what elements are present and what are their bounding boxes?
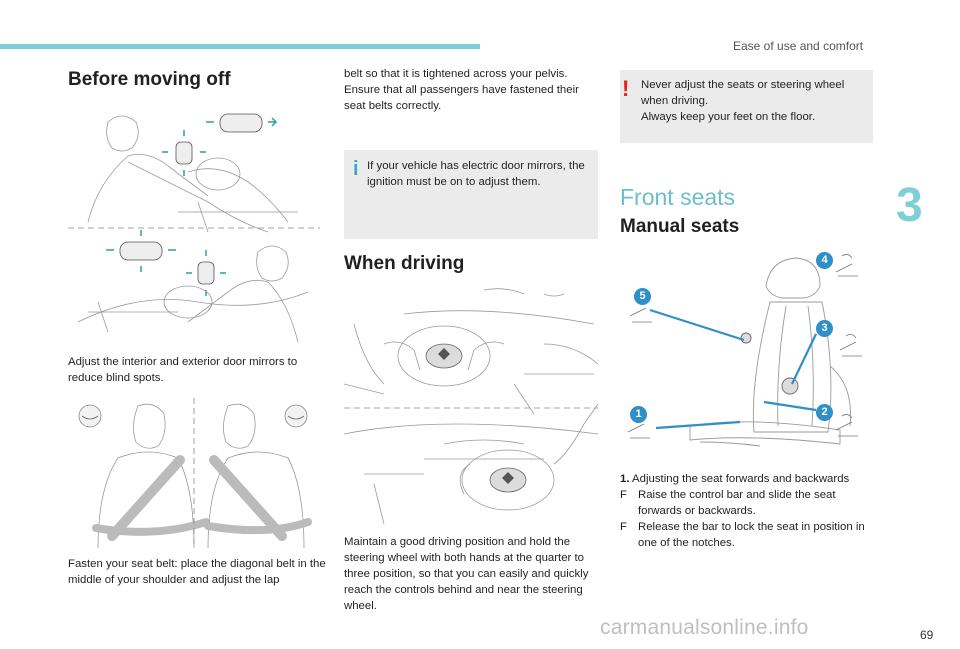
seat-belt-illustration: [68, 398, 320, 548]
warning-note-box: ! Never adjust the seats or steering whe…: [620, 70, 873, 143]
info-icon: i: [353, 158, 359, 180]
bullet-text: Release the bar to lock the seat in posi…: [638, 521, 865, 549]
heading-manual-seats: Manual seats: [620, 216, 740, 237]
info-note-box: i If your vehicle has electric door mirr…: [344, 150, 598, 239]
callout-2: 2: [816, 404, 833, 421]
warning-note-text: Never adjust the seats or steering wheel…: [641, 77, 867, 125]
info-note-text: If your vehicle has electric door mirror…: [367, 160, 585, 188]
page-number: 69: [920, 628, 934, 642]
watermark: carmanualsonline.info: [600, 616, 809, 639]
list-item: F Release the bar to lock the seat in po…: [620, 519, 873, 551]
heading-when-driving: When driving: [344, 253, 465, 274]
section-title: Ease of use and comfort: [733, 39, 864, 53]
manual-seat-diagram: 4 5 3 1 2: [620, 246, 873, 464]
item-1-heading: 1. Adjusting the seat forwards and backw…: [620, 471, 873, 487]
driving-position-illustration: [344, 284, 598, 532]
bullet-glyph: F: [620, 521, 627, 533]
callout-1: 1: [630, 406, 647, 423]
mirrors-paragraph: Adjust the interior and exterior door mi…: [68, 356, 298, 384]
item-1-title: Adjusting the seat forwards and backward…: [632, 473, 850, 485]
seat-belt-paragraph-continued: belt so that it is tightened across your…: [344, 68, 579, 112]
heading-before-moving-off: Before moving off: [68, 69, 231, 90]
mirror-adjustment-illustration: [68, 102, 320, 346]
warning-line-2: Always keep your feet on the floor.: [641, 111, 816, 123]
callout-5: 5: [634, 288, 651, 305]
list-item: F Raise the control bar and slide the se…: [620, 487, 873, 519]
chapter-number: 3: [896, 179, 923, 232]
item-1-number: 1.: [620, 473, 630, 485]
seat-instructions-list: 1. Adjusting the seat forwards and backw…: [620, 471, 873, 551]
warning-icon: !: [622, 76, 630, 101]
header-accent-bar: [0, 44, 480, 49]
seat-belt-paragraph: Fasten your seat belt: place the diagona…: [68, 558, 326, 586]
callout-3: 3: [816, 320, 833, 337]
bullet-glyph: F: [620, 489, 627, 501]
callout-4: 4: [816, 252, 833, 269]
heading-front-seats: Front seats: [620, 184, 736, 210]
warning-line-1: Never adjust the seats or steering wheel…: [641, 79, 845, 107]
driving-paragraph: Maintain a good driving position and hol…: [344, 536, 589, 612]
bullet-text: Raise the control bar and slide the seat…: [638, 489, 836, 517]
